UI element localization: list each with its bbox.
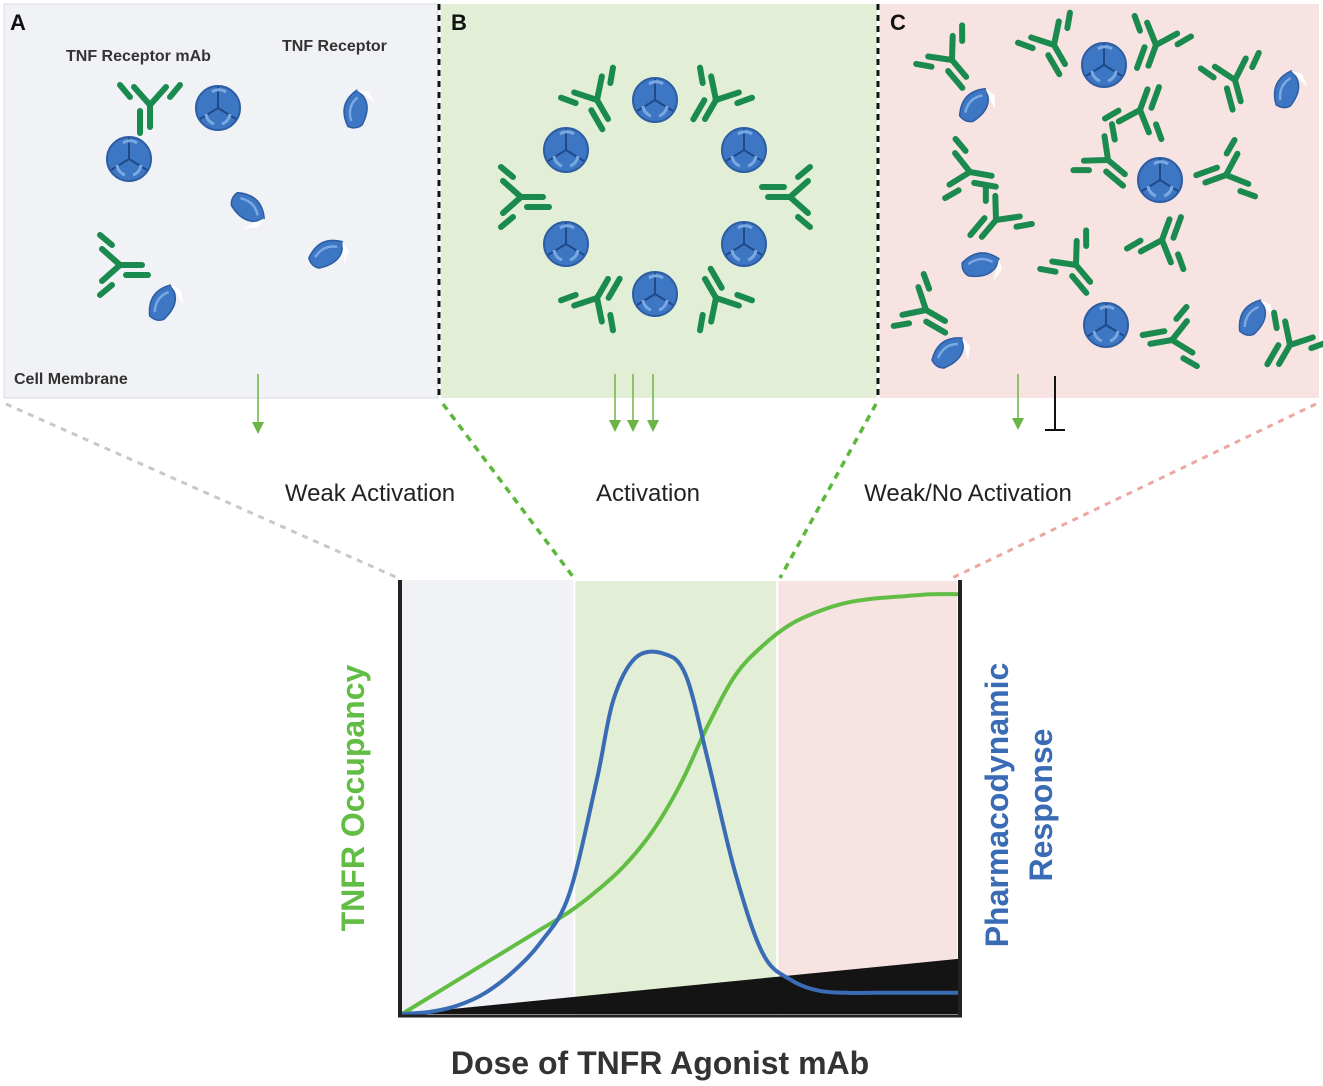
- receptor-trimer-icon: [631, 76, 679, 124]
- panel-b-letter: B: [451, 10, 467, 35]
- panel-a-membrane-label: Cell Membrane: [14, 371, 128, 388]
- connector-b-left: [441, 402, 576, 580]
- occupancy-curve: [400, 592, 959, 1016]
- receptor-trimer-icon: [194, 84, 242, 132]
- panel-a-receptor-label: TNF Receptor: [282, 38, 387, 55]
- y-axis-right-label-line1: Pharmacodynamic: [979, 663, 1015, 948]
- panel-b-background: [441, 4, 877, 398]
- receptor-trimer-icon: [105, 135, 153, 183]
- connector-b-right: [778, 403, 878, 579]
- outcome-weak-no-activation: Weak/No Activation: [864, 480, 1072, 507]
- receptor-trimer-icon: [542, 126, 590, 174]
- connector-c-right: [951, 402, 1317, 580]
- receptor-trimer-icon: [542, 220, 590, 268]
- x-axis-label: Dose of TNFR Agonist mAb: [451, 1045, 869, 1081]
- chart-region-a: [402, 580, 575, 1016]
- panel-a-background: [3, 3, 439, 399]
- panel-c-letter: C: [890, 10, 906, 35]
- chart-region-c: [776, 579, 959, 1017]
- y-axis-left-label: TNFR Occupancy: [335, 664, 371, 931]
- receptor-trimer-icon: [631, 270, 679, 318]
- y-axis-right-label-line2: Response: [1023, 729, 1059, 882]
- panel-a-mab-label: TNF Receptor mAb: [66, 48, 211, 65]
- panel-a-signal-arrow: [252, 374, 264, 434]
- panel-b-signal-arrows: [609, 374, 659, 432]
- panel-a-letter: A: [10, 10, 26, 35]
- panel-c-signal: [1012, 374, 1065, 431]
- outcome-activation: Activation: [596, 480, 700, 507]
- receptor-trimer-icon: [1082, 301, 1130, 349]
- receptor-trimer-icon: [720, 126, 768, 174]
- outcome-weak-activation: Weak Activation: [285, 480, 455, 507]
- response-curve: [401, 649, 958, 1016]
- dose-response-chart: [398, 579, 962, 1018]
- chart-regions: [402, 579, 959, 1017]
- receptor-trimer-icon: [720, 220, 768, 268]
- chart-region-b: [573, 579, 779, 1017]
- receptor-trimer-icon: [1080, 41, 1128, 89]
- dose-wedge: [402, 958, 958, 1014]
- receptor-trimer-icon: [1136, 156, 1184, 204]
